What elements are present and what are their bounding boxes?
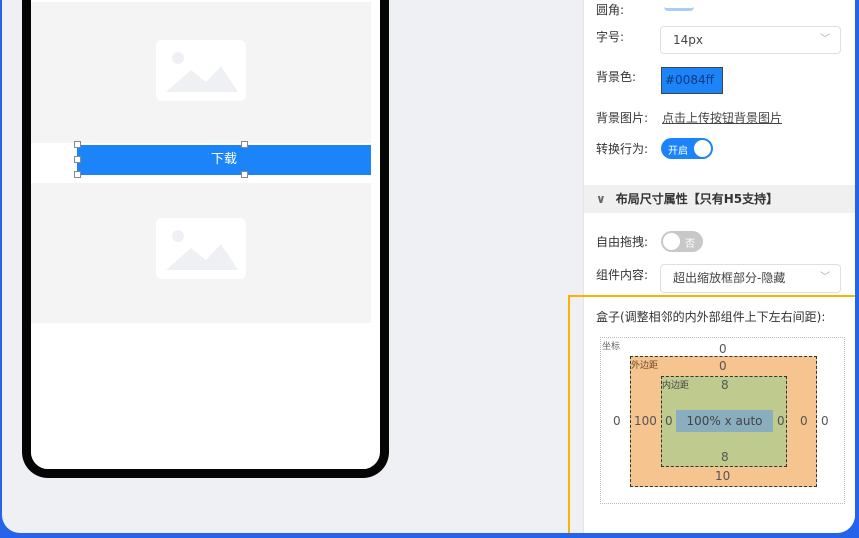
content-value: 超出缩放框部分-隐藏: [673, 271, 786, 285]
toggle-knob: [694, 140, 711, 157]
position-label: 坐标: [602, 342, 621, 352]
bg-color-input[interactable]: #0084ff: [661, 67, 723, 94]
radius-label: 圆角:: [596, 3, 625, 17]
chevron-down-icon: ∨: [596, 192, 606, 206]
margin-bottom[interactable]: 10: [715, 469, 731, 483]
radius-slider[interactable]: [664, 3, 694, 11]
content-select[interactable]: 超出缩放框部分-隐藏 ﹀: [660, 264, 841, 293]
position-right[interactable]: 0: [821, 414, 829, 428]
content-label: 组件内容:: [596, 268, 649, 282]
chevron-down-icon: ﹀: [820, 272, 830, 283]
resize-handle[interactable]: [74, 141, 81, 148]
margin-left[interactable]: 100: [634, 414, 657, 428]
layout-section-title: 布局尺寸属性【只有H5支持】: [615, 192, 779, 206]
margin-box: 外边距 0 100 10 内边距 8 0 0 8 100% x auto 0: [630, 356, 817, 487]
selection-highlight: [568, 295, 855, 533]
switch-label: 转换行为:: [596, 142, 649, 156]
margin-label: 外边距: [631, 361, 659, 371]
toggle-knob: [663, 233, 680, 250]
margin-top[interactable]: 0: [719, 359, 727, 373]
bg-color-label: 背景色:: [596, 70, 637, 84]
font-size-select[interactable]: 14px ﹀: [660, 26, 841, 54]
layout-section-header[interactable]: ∨ 布局尺寸属性【只有H5支持】: [584, 185, 855, 213]
drag-label: 自由拖拽:: [596, 235, 649, 249]
padding-left[interactable]: 0: [665, 414, 673, 428]
font-size-value: 14px: [673, 33, 703, 47]
switch-value: 开启: [668, 146, 688, 157]
resize-handle[interactable]: [74, 156, 81, 163]
box-title: 盒子(调整相邻的内外部组件上下左右间距):: [596, 310, 826, 324]
padding-top[interactable]: 8: [721, 378, 729, 392]
position-box: 坐标 0 0 0 外边距 0 100 10 内边距 8 0 0 8 100% x…: [600, 337, 845, 504]
phone-screen: 下载: [31, 0, 371, 469]
padding-right[interactable]: 0: [777, 414, 785, 428]
bg-image-label: 背景图片:: [596, 111, 649, 125]
download-button[interactable]: 下载: [77, 145, 371, 175]
resize-handle[interactable]: [241, 171, 248, 178]
bg-image-upload-link[interactable]: 点击上传按钮背景图片: [662, 111, 783, 125]
drag-toggle[interactable]: 否: [661, 231, 703, 252]
padding-box: 内边距 8 0 0 8 100% x auto: [661, 376, 787, 467]
switch-toggle[interactable]: 开启: [661, 138, 713, 159]
padding-label: 内边距: [662, 381, 690, 391]
chevron-down-icon: ﹀: [820, 34, 830, 45]
image-block-1[interactable]: [31, 2, 371, 143]
resize-handle[interactable]: [241, 141, 248, 148]
image-placeholder-icon: [156, 218, 246, 279]
properties-panel: 圆角: 字号: 14px ﹀ 背景色: #0084ff 背景图片: 点击上传按钮背…: [583, 0, 855, 533]
content-size[interactable]: 100% x auto: [676, 410, 773, 432]
padding-bottom[interactable]: 8: [721, 450, 729, 464]
phone-preview: 下载: [22, 0, 389, 478]
position-left[interactable]: 0: [613, 414, 621, 428]
image-placeholder-icon: [156, 40, 246, 101]
font-size-label: 字号:: [596, 30, 625, 44]
image-block-2[interactable]: [31, 183, 371, 323]
position-top[interactable]: 0: [719, 342, 727, 356]
drag-value: 否: [685, 239, 695, 250]
margin-right[interactable]: 0: [800, 414, 808, 428]
resize-handle[interactable]: [74, 171, 81, 178]
